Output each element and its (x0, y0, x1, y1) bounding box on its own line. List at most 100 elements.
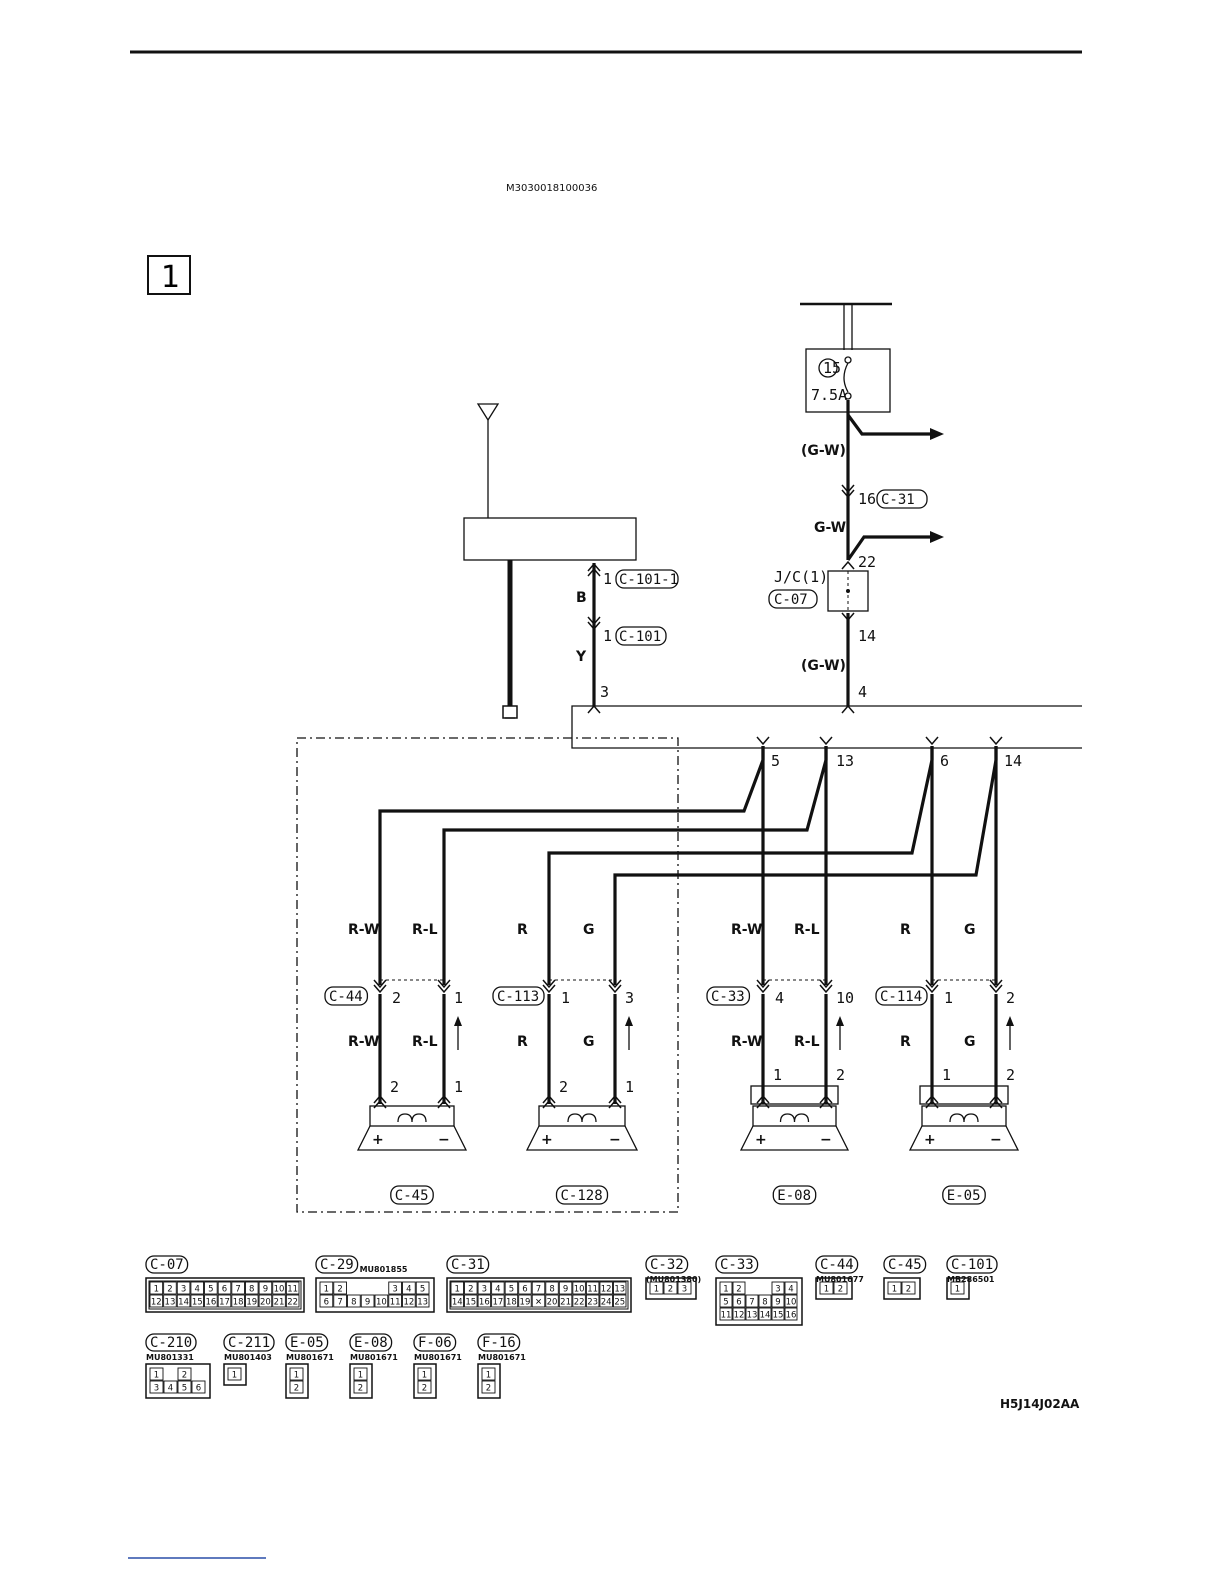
connector-label-c101: C-101 (619, 629, 661, 645)
connector-label-e-05: E-05 (947, 1188, 981, 1204)
pin-number: 3 (154, 1384, 159, 1394)
section-number-box (147, 255, 191, 295)
pin-number: 6 (522, 1285, 527, 1295)
fuse-number-circle (818, 358, 838, 378)
branch-arrow-icon (930, 428, 944, 440)
connector-id-label: C-29 (320, 1257, 354, 1273)
pin-number: 7 (749, 1298, 754, 1308)
pin-number: 1 (654, 1285, 659, 1295)
pin-label: 1 (603, 627, 612, 645)
radio-pin-5: 5 (771, 752, 780, 770)
speaker-cone-icon (908, 1125, 1020, 1151)
pin-number: 2 (182, 1371, 187, 1381)
pin-number: 9 (365, 1298, 370, 1308)
part-number-label: (MU801380) (646, 1275, 701, 1284)
pin-number: 24 (601, 1298, 612, 1308)
radio-pin-4: 4 (858, 683, 867, 701)
connector-id-label: C-31 (451, 1257, 485, 1273)
wire-color-label: R (900, 1034, 911, 1050)
fuse-number: 15 (823, 359, 841, 377)
speaker-coil-icon (779, 1113, 810, 1123)
pin-number: 10 (376, 1298, 387, 1308)
pin-label: 10 (836, 989, 854, 1007)
connector-id-label: C-33 (720, 1257, 754, 1273)
pin-number: 10 (786, 1298, 797, 1308)
pin-label: 2 (390, 1078, 399, 1096)
part-number-label: MU801671 (478, 1353, 526, 1362)
connector-id-label: C-101 (951, 1257, 993, 1273)
speaker-plus-label: + (541, 1132, 553, 1148)
connector-label-c-128: C-128 (561, 1188, 603, 1204)
branch-arrow-icon (930, 531, 944, 543)
speaker-cone-icon (525, 1125, 639, 1151)
terminal-icon (756, 1094, 770, 1104)
pin-number: 11 (587, 1285, 598, 1295)
pin-label: 3 (625, 989, 634, 1007)
part-number-label: MU801403 (224, 1353, 272, 1362)
pin-number: 17 (492, 1298, 503, 1308)
pin-label: 2 (559, 1078, 568, 1096)
pin-number: 1 (154, 1371, 159, 1381)
connector-label-c-33: C-33 (711, 989, 745, 1005)
speaker-plus-label: + (924, 1132, 936, 1148)
connector-id-label: C-210 (150, 1335, 192, 1351)
pin-number: 1 (723, 1285, 728, 1295)
radio-pin-3: 3 (600, 683, 609, 701)
speaker-coil-icon (397, 1113, 427, 1123)
connector-id-label: E-05 (290, 1335, 324, 1351)
pin-number: 5 (182, 1384, 187, 1394)
pin-number: 3 (775, 1285, 780, 1295)
speaker-cone-icon (739, 1125, 850, 1151)
pin-number: 2 (668, 1285, 673, 1295)
pin-number: 7 (337, 1298, 342, 1308)
speaker-minus-label: − (820, 1132, 832, 1148)
pin-number: 14 (452, 1298, 463, 1308)
terminal-icon (437, 1094, 451, 1104)
pin-number: 2 (906, 1285, 911, 1295)
wire-color-label: (G-W) (801, 658, 846, 674)
pin-number: 6 (222, 1285, 227, 1295)
wire-color-label: G (583, 1034, 595, 1050)
pin-number: 11 (287, 1285, 298, 1295)
pin-number: 13 (614, 1285, 625, 1295)
pin-number: 4 (195, 1285, 200, 1295)
pin-number: 1 (892, 1285, 897, 1295)
radio-pin-13: 13 (836, 752, 854, 770)
pin-label: 14 (858, 627, 876, 645)
wire-color-label: R (517, 1034, 528, 1050)
pin-number: 18 (506, 1298, 517, 1308)
pin-label: 2 (1006, 1066, 1015, 1084)
part-number-label: MU801671 (286, 1353, 334, 1362)
terminal-icon (608, 979, 622, 989)
connector-label-c31: C-31 (881, 492, 915, 508)
wire-color-label: B (576, 590, 587, 606)
speaker-magnet (538, 1105, 626, 1127)
pin-label: 1 (454, 989, 463, 1007)
connector-id-label: C-45 (888, 1257, 922, 1273)
terminal-icon (542, 984, 556, 994)
part-number-label: MU801331 (146, 1353, 194, 1362)
connector-label-c-45: C-45 (395, 1188, 429, 1204)
speaker-coil-icon (949, 1113, 979, 1123)
antenna-plug-icon (502, 705, 518, 719)
pin-number: 22 (574, 1298, 585, 1308)
pin-number: 16 (479, 1298, 490, 1308)
terminal-icon (542, 979, 556, 989)
wire-color-label: R-L (794, 1034, 820, 1050)
wire-color-label: G (583, 922, 595, 938)
pin-label: 4 (775, 989, 784, 1007)
connector-id-label: F-16 (482, 1335, 516, 1351)
current-direction-arrow-icon (836, 1016, 844, 1026)
antenna-icon (476, 403, 500, 422)
pin-number: 1 (324, 1285, 329, 1295)
pin-number: 16 (786, 1311, 797, 1321)
pin-number: 15 (465, 1298, 476, 1308)
terminal-icon (373, 979, 387, 989)
